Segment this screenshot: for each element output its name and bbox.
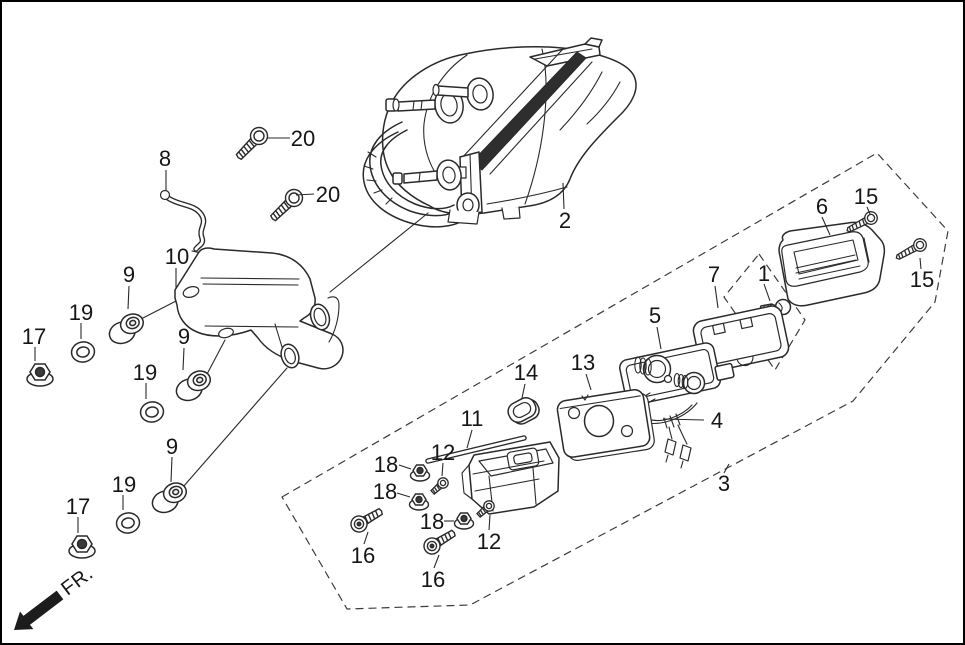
callout-part-13: 13: [571, 350, 595, 375]
assembly-lines: [140, 212, 429, 488]
part-19-washer-b: [138, 399, 166, 425]
callout-part-16: 16: [421, 567, 445, 592]
callout-part-17: 17: [22, 324, 46, 349]
part-19-washer-a: [69, 339, 97, 365]
front-direction-indicator: FR.: [14, 562, 97, 630]
front-arrow-icon: [14, 590, 64, 630]
part-16-bolt-a: [347, 503, 387, 536]
group-boundary-main: [281, 152, 949, 610]
part-11-bracket-tray-drawing: [425, 435, 560, 515]
callout-part-18: 18: [373, 479, 397, 504]
callout-part-15: 15: [854, 184, 878, 209]
callout-part-9: 9: [166, 434, 178, 459]
callout-part-2: 2: [559, 208, 571, 233]
part-18-nut-c: [453, 512, 475, 530]
callout-part-9: 9: [123, 262, 135, 287]
callout-part-18: 18: [374, 452, 398, 477]
callout-part-20: 20: [291, 126, 315, 151]
callout-part-20: 20: [316, 182, 340, 207]
callout-part-12: 12: [431, 440, 455, 465]
part-7-gasket-drawing: [692, 305, 790, 373]
part-12-screw-a: [428, 475, 451, 497]
part-15-screw-b: [892, 235, 930, 265]
part-14-grommet-drawing: [507, 397, 540, 425]
part-18-nut-a: [409, 464, 431, 482]
callout-part-6: 6: [816, 194, 828, 219]
part-10-bracket-drawing: [174, 247, 344, 370]
callout-part-8: 8: [159, 146, 171, 171]
callout-part-11: 11: [461, 406, 484, 431]
front-direction-label: FR.: [57, 562, 97, 600]
callout-part-18: 18: [420, 509, 444, 534]
part-5-socket-base-drawing: [619, 342, 735, 406]
part-20-bolt-b: [265, 185, 307, 226]
callout-part-12: 12: [477, 529, 501, 554]
callout-part-17: 17: [66, 494, 90, 519]
callout-part-7: 7: [708, 262, 720, 287]
part-17-flange-nut-b: [68, 535, 96, 559]
part-9-grommet-c: [147, 479, 192, 517]
callout-part-10: 10: [165, 244, 189, 269]
part-9-grommet-b: [171, 367, 216, 405]
callout-part-19: 19: [69, 300, 93, 325]
part-9-grommet-a: [104, 310, 149, 348]
part-17-flange-nut-a: [26, 363, 54, 387]
part-18-nut-b: [408, 493, 430, 511]
callout-part-19: 19: [133, 360, 157, 385]
part-6-housing-drawing: [778, 221, 886, 307]
part-13-lens-drawing: [556, 389, 655, 461]
callout-part-3: 3: [718, 471, 730, 496]
callout-part-19: 19: [112, 472, 136, 497]
callout-part-15: 15: [910, 267, 934, 292]
callout-part-9: 9: [178, 324, 190, 349]
leader-lines: [34, 137, 922, 569]
part-2-taillight-assembly-drawing: [362, 37, 637, 228]
callout-part-4: 4: [711, 408, 723, 433]
callout-part-16: 16: [351, 543, 375, 568]
part-20-bolt-a: [231, 123, 272, 165]
callout-part-14: 14: [514, 360, 538, 385]
callout-part-1: 1: [758, 261, 770, 286]
callout-part-5: 5: [649, 303, 661, 328]
part-19-washer-c: [114, 510, 142, 536]
